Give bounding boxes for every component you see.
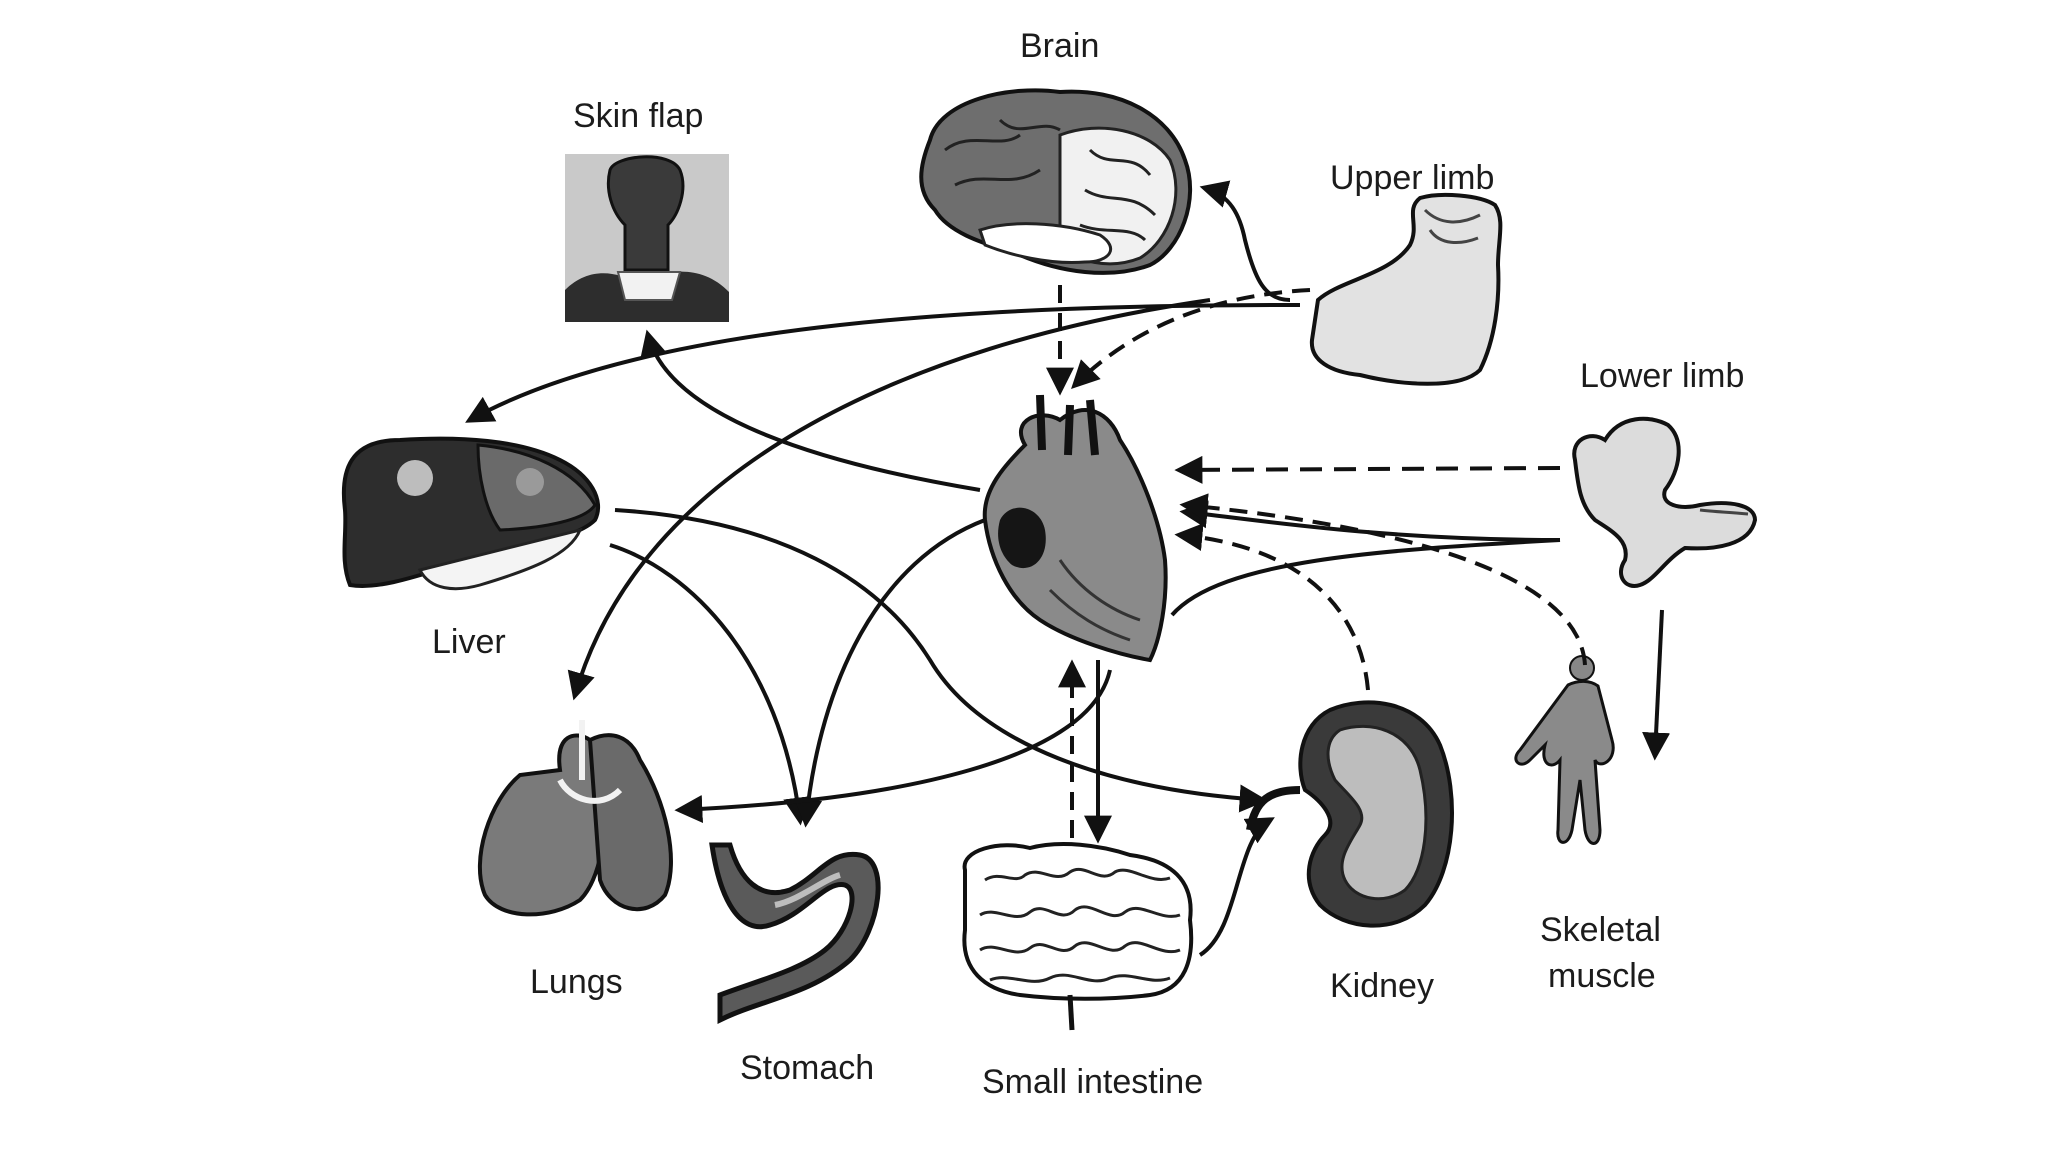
label-upper-limb: Upper limb	[1330, 159, 1495, 197]
label-liver: Liver	[432, 623, 506, 661]
upper-limb-icon	[1309, 192, 1503, 386]
arrow-liver-to-kidney	[614, 508, 1268, 813]
label-lungs: Lungs	[530, 963, 623, 1001]
lungs-icon	[477, 720, 673, 917]
arrow-heart-to-lungs	[674, 669, 1112, 823]
skeletal-muscle-icon	[1514, 655, 1615, 845]
label-lower-limb: Lower limb	[1580, 357, 1745, 395]
stomach-icon	[709, 842, 881, 1025]
label-skin-flap: Skin flap	[573, 97, 704, 135]
arrow-lower-limb-to-heart-dashed	[1174, 455, 1561, 484]
label-stomach: Stomach	[740, 1049, 875, 1087]
connection-arrows	[465, 180, 1671, 957]
liver-icon	[341, 436, 601, 591]
arrow-upper-limb-to-liver	[465, 303, 1301, 423]
label-small-intestine: Small intestine	[982, 1063, 1204, 1101]
arrow-small-intestine-to-kidney	[1198, 817, 1275, 957]
small-intestine-icon	[962, 842, 1194, 1031]
label-brain: Brain	[1020, 27, 1100, 65]
arrow-lower-limb-to-heart-lower	[1170, 538, 1561, 617]
label-kidney: Kidney	[1330, 967, 1434, 1005]
arrow-upper-limb-to-lungs	[567, 298, 1211, 701]
arrow-kidney-to-heart	[1174, 523, 1370, 691]
arrow-lower-limb-to-skeletal-muscle	[1642, 609, 1671, 761]
arrow-upper-limb-to-heart	[1071, 288, 1311, 389]
arrow-upper-limb-to-brain	[1199, 180, 1291, 302]
heart-icon	[982, 394, 1168, 663]
arrow-lower-limb-to-heart	[1179, 500, 1561, 542]
brain-icon	[919, 88, 1193, 275]
arrow-heart-to-stomach	[794, 518, 986, 828]
lower-limb-icon	[1572, 416, 1758, 588]
kidney-icon	[1246, 700, 1454, 928]
arrow-liver-to-stomach	[609, 543, 812, 826]
label-muscle: muscle	[1548, 957, 1656, 995]
arrow-skeletal-muscle-to-heart	[1179, 493, 1587, 666]
label-skeletal: Skeletal	[1540, 911, 1661, 949]
arrow-heart-to-skin-flap	[640, 329, 981, 492]
skin-flap-icon	[565, 154, 729, 322]
